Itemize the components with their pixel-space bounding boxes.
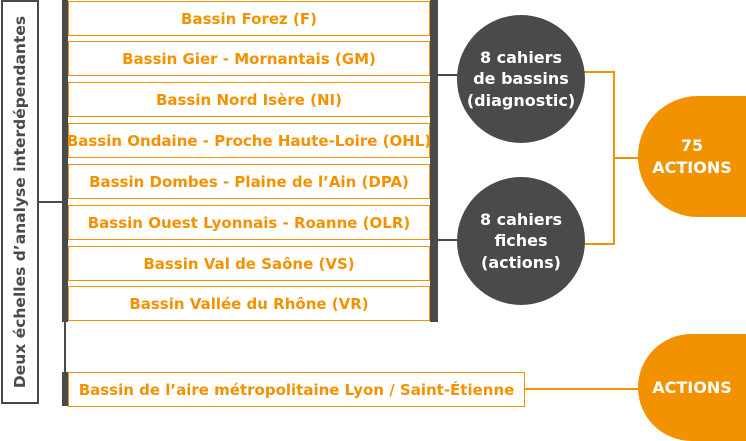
basin-val-de-saone: Bassin Val de Saône (VS) [68,246,430,281]
basin-dombes: Bassin Dombes - Plaine de l’Ain (DPA) [68,164,430,199]
circle-diagnostic: 8 cahiers de bassins (diagnostic) [457,15,585,143]
basin-ouest-lyonnais: Bassin Ouest Lyonnais - Roanne (OLR) [68,205,430,240]
basin-vallee-du-rhone: Bassin Vallée du Rhône (VR) [68,286,430,321]
basin-metropolitain: Bassin de l’aire métropolitaine Lyon / S… [68,372,525,407]
basin-nord-isere: Bassin Nord Isère (NI) [68,82,430,117]
side-label-box [1,0,39,404]
basin-gier-mornantais: Bassin Gier - Mornantais (GM) [68,41,430,76]
basin-ondaine: Bassin Ondaine - Proche Haute-Loire (OHL… [67,123,431,158]
circle-75-actions: 75 ACTIONS [638,96,746,217]
side-label: Deux échelles d’analyse interdépendantes [11,15,29,389]
circle-fiches: 8 cahiers fiches (actions) [457,177,585,305]
circle-actions: ACTIONS [638,334,746,441]
basin-forez: Bassin Forez (F) [68,1,430,36]
